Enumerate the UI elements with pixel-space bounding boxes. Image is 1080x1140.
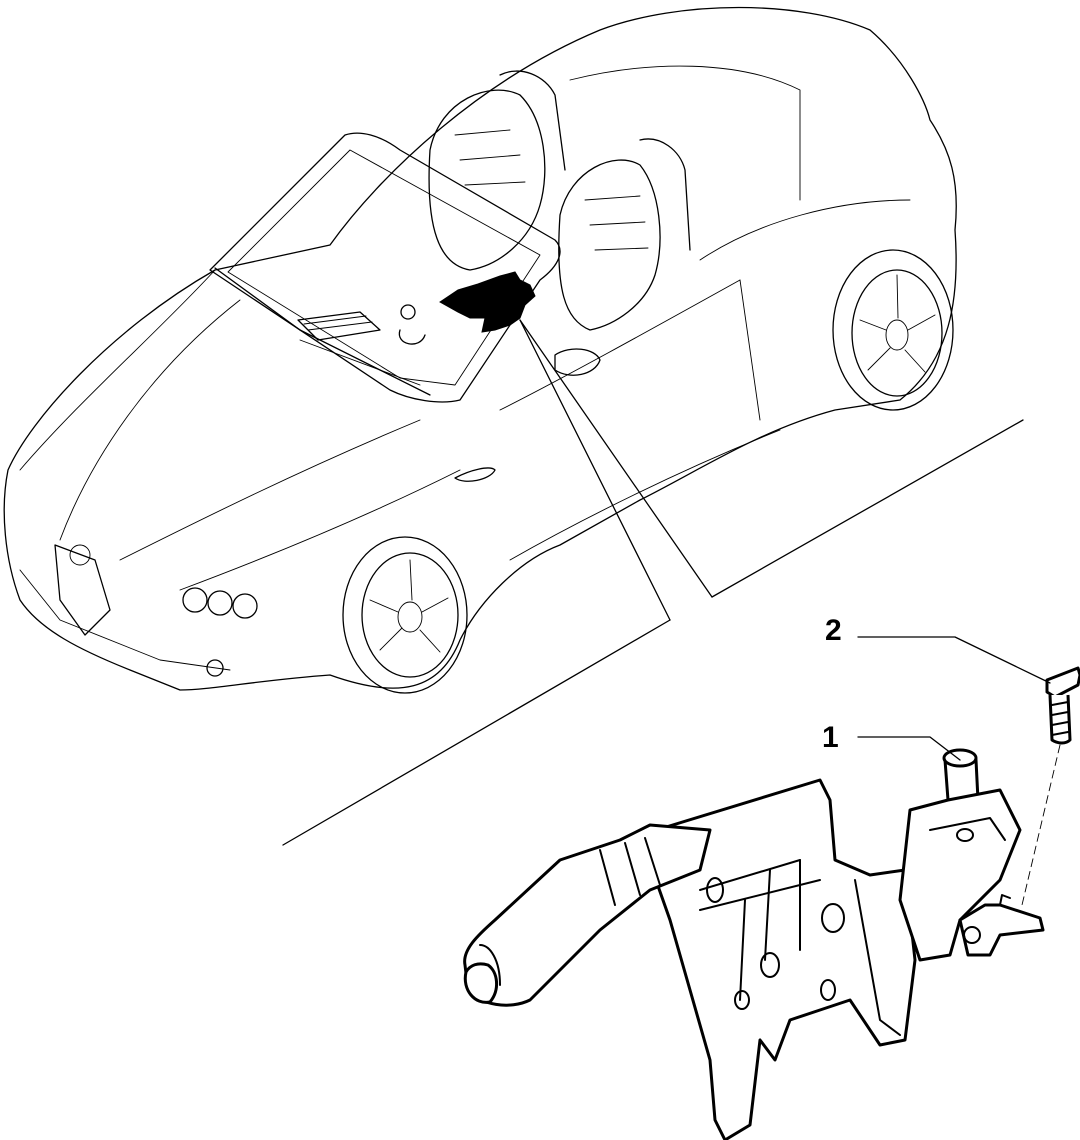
leader-line-1 [857,736,961,761]
highlighted-handbrake-location [439,271,536,333]
callout-2: 2 [825,614,1051,684]
callout-label-1: 1 [822,721,839,754]
bolt-part [1021,666,1080,906]
rear-wheel [832,249,954,411]
callout-label-2: 2 [825,614,842,647]
leader-line-2 [857,636,1051,684]
detail-frame-lines [282,319,1024,846]
front-wheel [342,536,468,694]
callout-1: 1 [822,721,961,761]
convertible-car-illustration [3,6,957,694]
handbrake-lever-part [463,748,1045,1140]
